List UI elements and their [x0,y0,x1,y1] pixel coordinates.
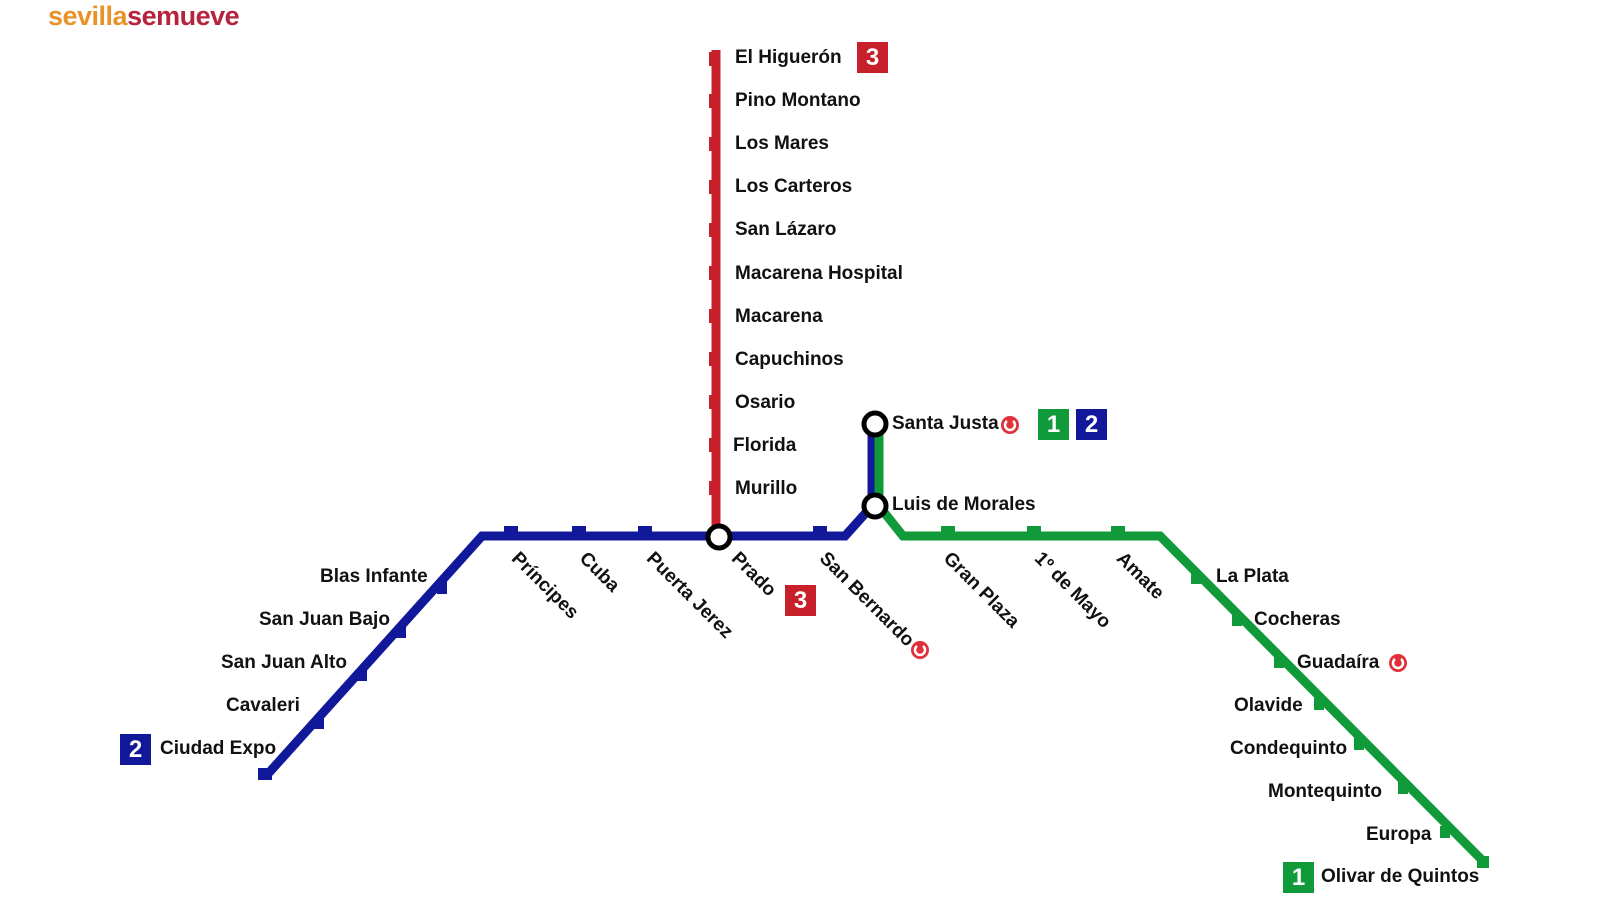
line-2-badge: 2 [1076,409,1107,440]
station-san-juan-alto[interactable]: San Juan Alto [221,652,347,673]
station-murillo[interactable]: Murillo [735,478,798,499]
station-santa-justa-node[interactable] [861,410,889,438]
line-2-track [258,424,877,780]
station-osario[interactable]: Osario [735,392,796,413]
station-condequinto[interactable]: Condequinto [1230,738,1348,759]
station-guadaira[interactable]: Guadaíra [1297,652,1380,673]
station-los-carteros[interactable]: Los Carteros [735,176,853,197]
line-1-track [874,424,1489,868]
station-los-mares[interactable]: Los Mares [735,133,829,154]
station-ciudad-expo[interactable]: Ciudad Expo [160,738,277,759]
station-capuchinos[interactable]: Capuchinos [735,349,844,370]
logo-part2: semueve [127,1,240,31]
station-florida[interactable]: Florida [733,435,797,456]
sevillasemueve-logo: sevillasemueve [48,0,240,32]
line-3-badge: 3 [857,42,888,73]
station-san-juan-bajo[interactable]: San Juan Bajo [259,609,390,630]
line-1-terminus-badge: 1 [1283,862,1314,893]
station-europa[interactable]: Europa [1366,824,1432,845]
station-santa-justa[interactable]: Santa Justa [892,413,999,434]
station-montequinto[interactable]: Montequinto [1268,781,1382,802]
line-3-track [709,50,721,535]
station-san-lazaro[interactable]: San Lázaro [735,219,837,240]
station-luis-de-morales[interactable]: Luis de Morales [892,494,1036,515]
station-macarena[interactable]: Macarena [735,306,823,327]
line-1-badge: 1 [1038,409,1069,440]
renfe-icon [911,641,929,659]
station-luis-de-morales-node[interactable] [861,492,889,520]
station-olivar-de-quintos[interactable]: Olivar de Quintos [1321,866,1480,887]
station-pino-montano[interactable]: Pino Montano [735,90,861,111]
line-3-prado-badge: 3 [785,585,816,616]
station-cavaleri[interactable]: Cavaleri [226,695,300,716]
station-cocheras[interactable]: Cocheras [1254,609,1341,630]
renfe-icon [1389,654,1407,672]
station-el-higueron[interactable]: El Higuerón [735,47,842,68]
logo-part1: sevilla [48,1,128,31]
line-2-terminus-badge: 2 [120,734,151,765]
station-prado-node[interactable] [705,523,733,551]
station-macarena-hospital[interactable]: Macarena Hospital [735,263,903,284]
station-olavide[interactable]: Olavide [1234,695,1303,716]
station-blas-infante[interactable]: Blas Infante [320,566,428,587]
renfe-icon [1001,416,1019,434]
station-la-plata[interactable]: La Plata [1216,566,1289,587]
